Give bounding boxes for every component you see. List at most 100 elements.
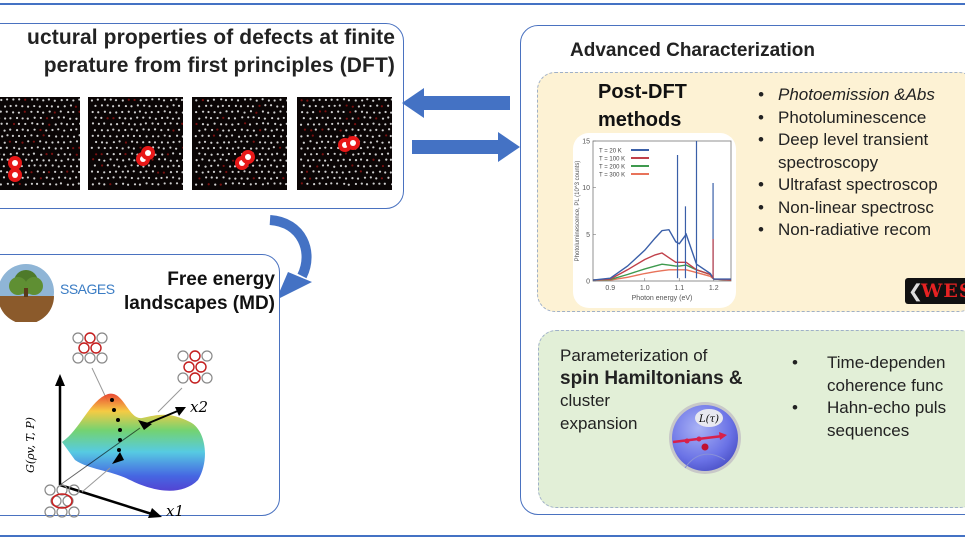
atom (21, 128, 24, 131)
atom (157, 98, 161, 101)
x-tick-label: 0.9 (605, 285, 615, 292)
atom (366, 159, 369, 162)
atom (124, 104, 128, 108)
atom (326, 152, 330, 156)
atom (306, 147, 309, 150)
atom (261, 147, 264, 150)
atom (166, 153, 170, 156)
atom (343, 182, 346, 185)
atom (133, 183, 137, 186)
atom (145, 182, 148, 185)
atom (225, 159, 228, 162)
atom (339, 129, 342, 132)
atom (376, 104, 379, 107)
atom (72, 110, 75, 114)
atom (303, 153, 307, 156)
atom (78, 98, 80, 101)
atom (15, 116, 19, 120)
y-tick-label: 5 (586, 232, 590, 239)
atom (207, 147, 210, 150)
atom (324, 110, 327, 113)
dft-panel-title: uctural properties of defects at finite … (0, 24, 395, 80)
atom (316, 165, 319, 168)
atom (69, 128, 73, 131)
spin-line-3: cluster (560, 391, 611, 410)
atom (390, 183, 392, 186)
atom (258, 164, 261, 167)
atom (317, 170, 321, 173)
atom (300, 111, 304, 114)
atom (381, 117, 385, 120)
atom (9, 153, 12, 156)
atom (33, 104, 36, 108)
atom (26, 176, 30, 179)
atom (333, 117, 337, 120)
atom (116, 158, 119, 161)
atom (166, 141, 170, 144)
atom (3, 141, 6, 144)
atom (96, 170, 100, 173)
atom (178, 177, 181, 180)
atom (212, 98, 216, 101)
atom (248, 171, 251, 174)
atom (345, 104, 348, 107)
bottom-frame-line (0, 535, 965, 537)
atom (285, 159, 287, 162)
atom (249, 147, 253, 150)
atom (273, 159, 276, 162)
atom (135, 129, 139, 132)
atom (281, 105, 285, 108)
atom (21, 105, 24, 108)
atom (139, 123, 142, 126)
atom (130, 164, 133, 167)
atom (299, 123, 303, 126)
atom (151, 98, 154, 101)
characterization-title: Advanced Characterization (570, 40, 815, 61)
atom (240, 140, 243, 143)
atom (339, 164, 343, 167)
atom (59, 110, 62, 113)
atom (319, 135, 322, 138)
bullet-item: spectroscopy (778, 152, 879, 172)
atom (234, 177, 237, 180)
atom (108, 170, 112, 174)
atom (181, 135, 183, 138)
atom (32, 140, 35, 143)
bullet-item: Non-radiative recom (758, 219, 938, 242)
atom (201, 134, 204, 137)
atom (263, 165, 267, 168)
atom (222, 129, 225, 132)
atom (158, 158, 161, 161)
atom (360, 122, 364, 126)
atom (209, 116, 213, 120)
atom (236, 110, 240, 113)
atom (98, 182, 101, 185)
atom (118, 140, 121, 143)
atom (72, 183, 75, 186)
atom (311, 134, 314, 137)
atom (260, 170, 264, 173)
atom (300, 171, 303, 174)
atom (359, 146, 363, 150)
atom (338, 176, 341, 179)
atom (318, 146, 321, 150)
atom (23, 134, 27, 138)
atom (333, 104, 336, 107)
md-panel-title: Free energy landscapes (MD) (100, 268, 275, 316)
atom (161, 165, 164, 168)
atom (225, 123, 228, 126)
atom (354, 159, 358, 162)
atom (219, 170, 222, 173)
atom (109, 158, 112, 161)
atom (205, 176, 208, 179)
atom (32, 152, 36, 155)
legend-label: T = 200 K (599, 165, 625, 171)
atom (308, 165, 312, 168)
atom (57, 128, 60, 131)
atom (269, 177, 273, 180)
defect-snapshot-4 (297, 97, 392, 190)
top-frame-line (0, 3, 965, 5)
atom (359, 158, 363, 161)
atom (11, 134, 15, 137)
atom (216, 164, 220, 167)
